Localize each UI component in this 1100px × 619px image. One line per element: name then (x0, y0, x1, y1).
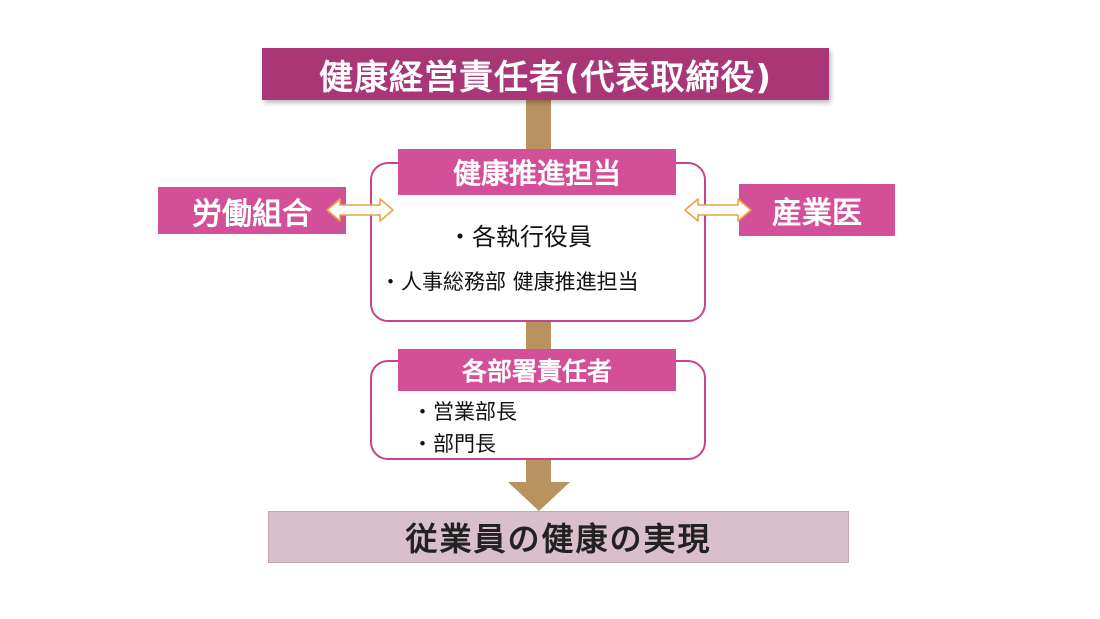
connector-middle (526, 320, 551, 350)
industrial-physician-label: 産業医 (772, 196, 862, 231)
connector-bottom (526, 460, 551, 484)
ceo-box: 健康経営責任者(代表取締役) (262, 48, 829, 100)
industrial-physician-box: 産業医 (739, 184, 895, 236)
departments-item-sales: ・営業部長 (412, 400, 517, 424)
departments-title: 各部署責任者 (461, 357, 612, 386)
labor-union-box: 労働組合 (158, 187, 346, 234)
promotion-title-tab: 健康推進担当 (398, 149, 676, 195)
departments-item-division: ・部門長 (412, 432, 496, 456)
promotion-item-executives: ・各執行役員 (448, 223, 592, 251)
ceo-label: 健康経営責任者(代表取締役) (318, 57, 773, 98)
promotion-item-hr: ・人事総務部 健康推進担当 (380, 270, 639, 294)
goal-box: 従業員の健康の実現 (268, 511, 849, 563)
goal-label: 従業員の健康の実現 (405, 520, 712, 558)
right-double-arrow-icon (684, 198, 752, 222)
labor-union-label: 労働組合 (192, 196, 312, 232)
promotion-title: 健康推進担当 (452, 157, 621, 190)
down-arrow-icon (508, 482, 570, 511)
departments-title-tab: 各部署責任者 (398, 349, 676, 391)
left-double-arrow-icon (326, 198, 394, 222)
